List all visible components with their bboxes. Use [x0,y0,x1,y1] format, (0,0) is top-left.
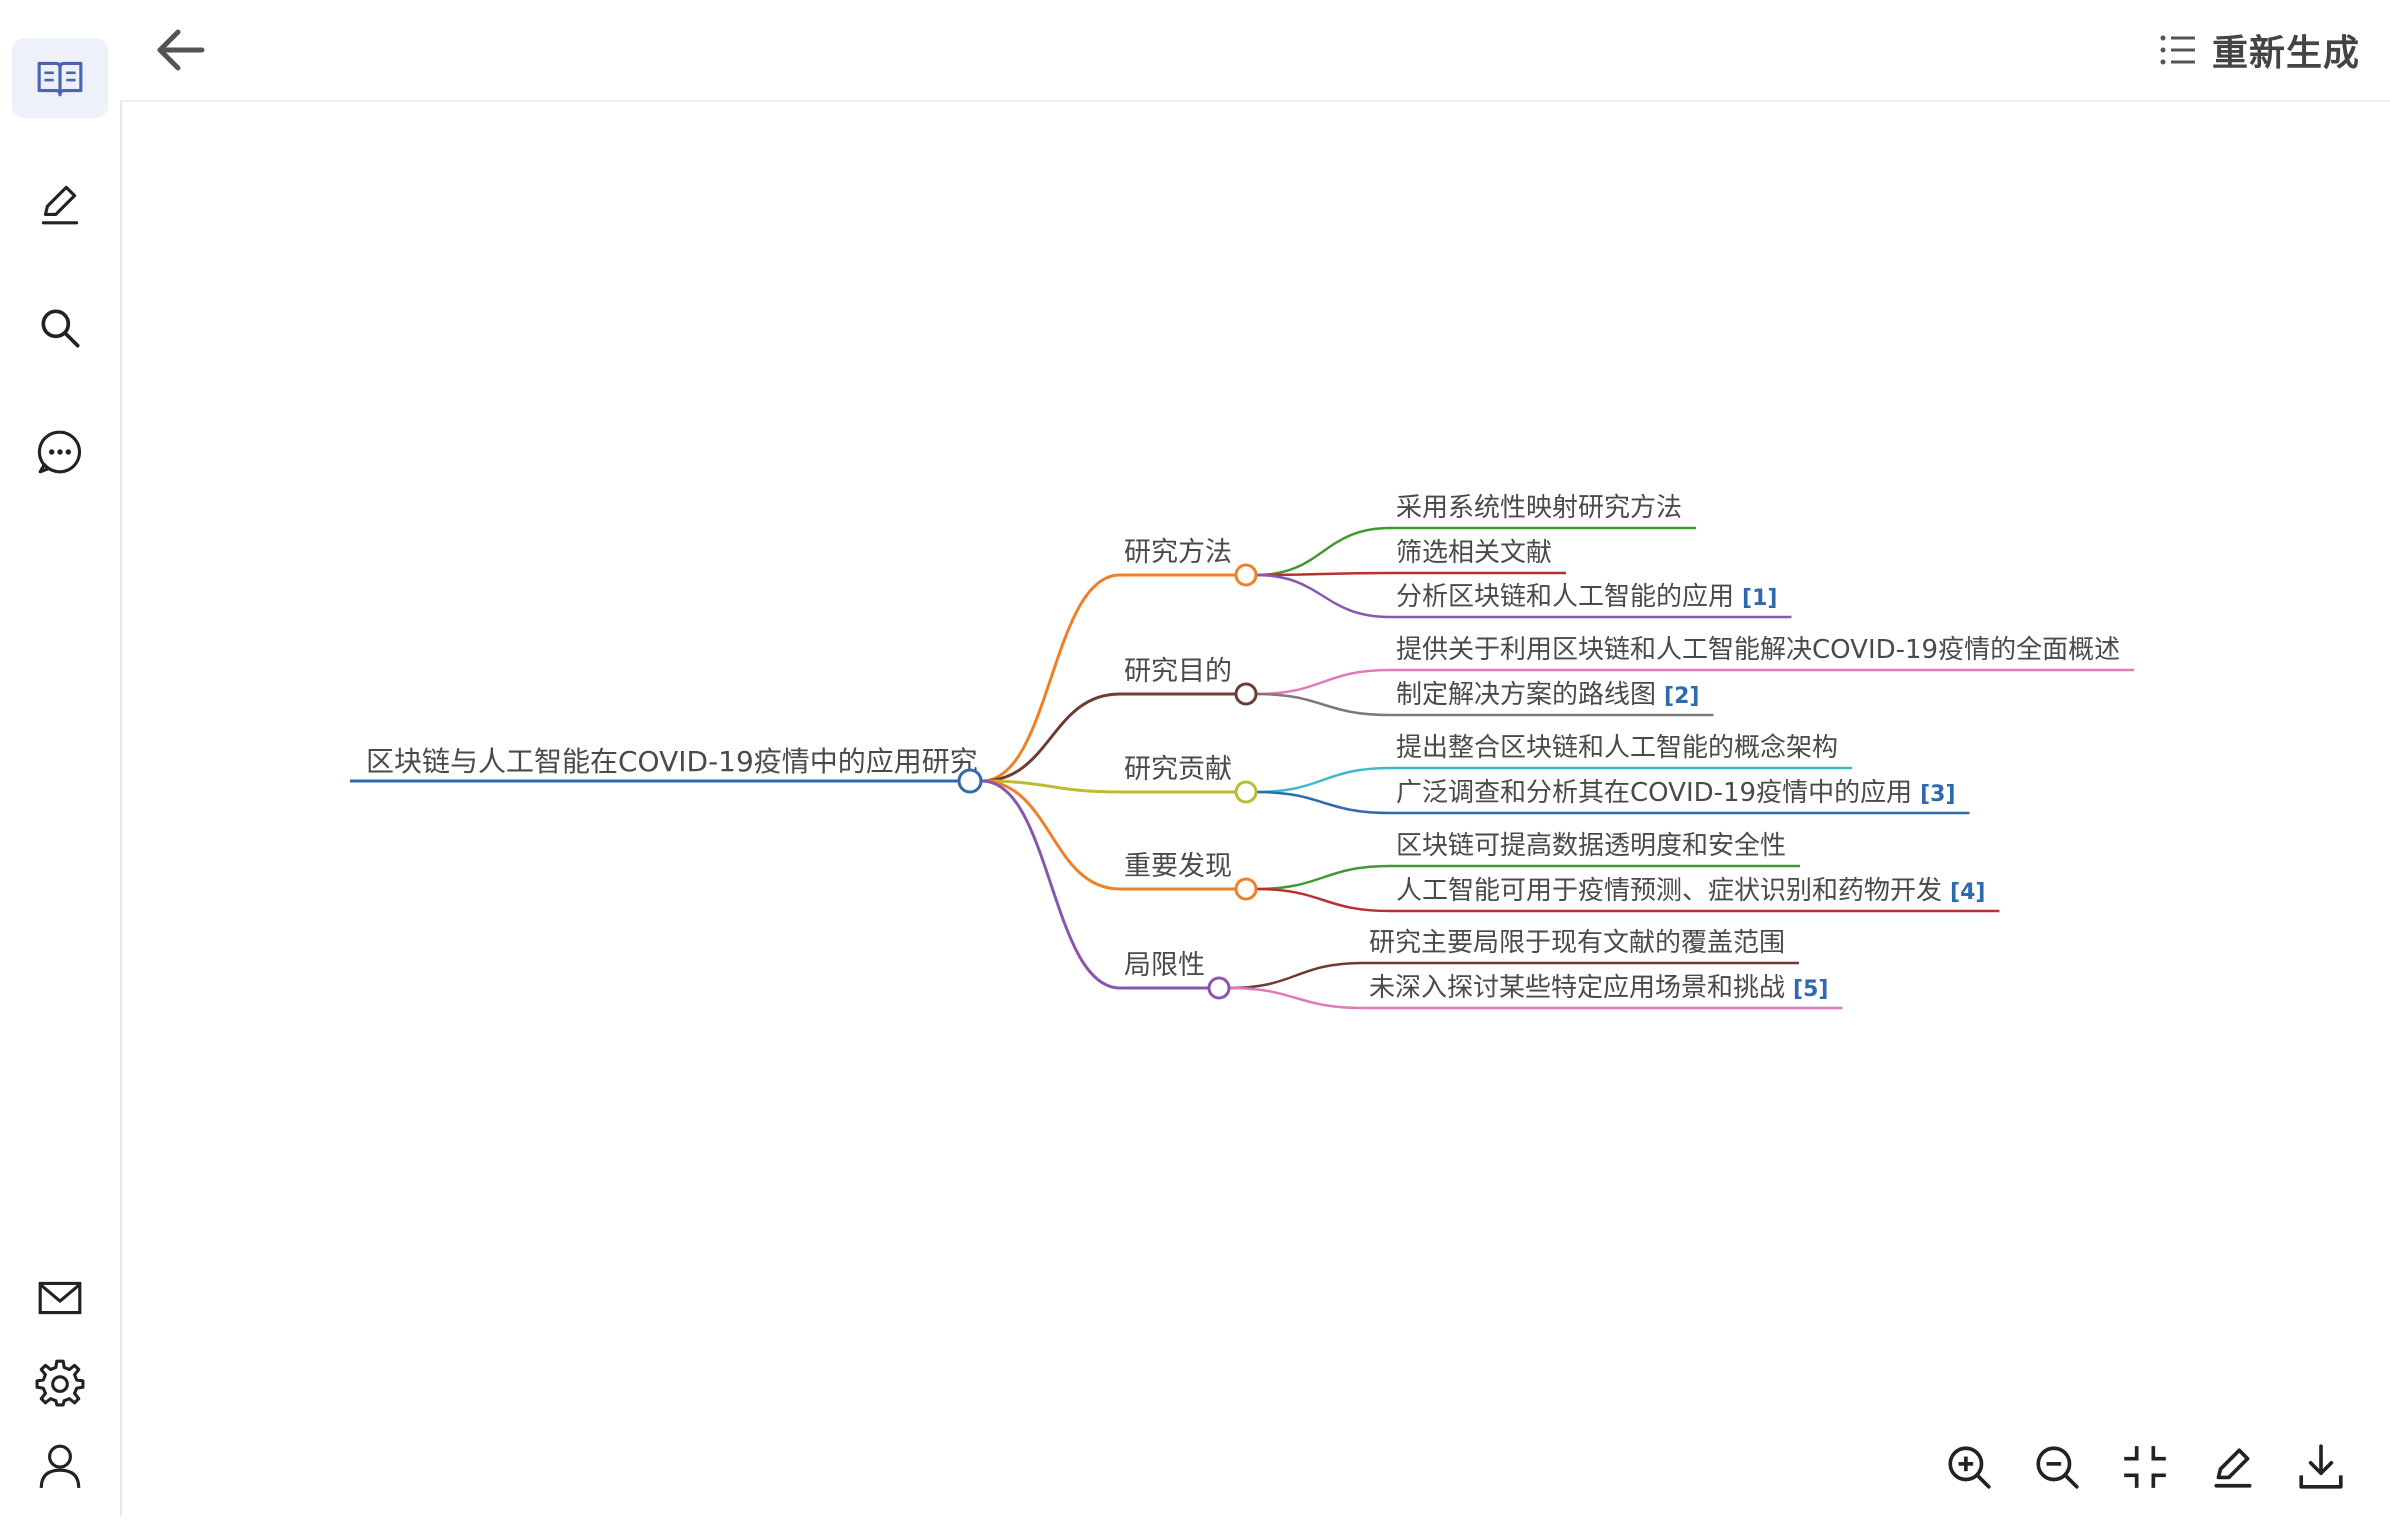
leaf-label: 筛选相关文献 [1396,538,1552,568]
mindmap-toolbar [1940,1438,2350,1496]
root-node-knob [959,770,981,792]
gear-icon [35,1357,85,1407]
branch-node-knob [1236,684,1256,704]
leaf-label: 制定解决方案的路线图 [1396,680,1656,710]
branch-connector [982,781,1120,889]
user-icon [35,1441,85,1491]
zoom-out-button[interactable] [2028,1438,2086,1496]
leaf-label: 区块链可提高数据透明度和安全性 [1396,831,1786,861]
arrow-left-icon [150,20,210,80]
regenerate-button[interactable]: 重新生成 [2158,22,2360,78]
citation-ref: [4] [1950,880,1985,905]
branch-node-knob [1236,879,1256,899]
back-button[interactable] [150,20,210,80]
branch-connector [982,575,1120,781]
regenerate-label: 重新生成 [2212,24,2360,76]
leaf-label: 人工智能可用于疫情预测、症状识别和药物开发 [1396,876,1942,906]
citation-ref: [1] [1742,586,1777,611]
leaf-connector [1229,988,1363,1008]
branch-label: 研究贡献 [1124,754,1232,785]
leaf-connector [1256,768,1390,792]
pen-icon [35,179,85,229]
leaf-connector [1256,792,1390,813]
leaf-label: 分析区块链和人工智能的应用 [1396,582,1734,612]
fit-view-button[interactable] [2116,1438,2174,1496]
chat-nav-button[interactable] [12,412,108,492]
branch-node-knob [1236,565,1256,585]
pen-icon [2208,1442,2258,1492]
list-icon [2158,30,2198,70]
settings-nav-button[interactable] [12,1342,108,1422]
leaf-label: 提出整合区块链和人工智能的概念架构 [1396,733,1838,763]
profile-nav-button[interactable] [12,1426,108,1506]
zoom-in-icon [1944,1442,1994,1492]
chat-icon [35,427,85,477]
branch-label: 研究目的 [1124,656,1232,687]
leaf-label: 广泛调查和分析其在COVID-19疫情中的应用 [1396,778,1912,808]
leaf-label: 研究主要局限于现有文献的覆盖范围 [1369,928,1785,958]
leaf-connector [1256,528,1390,575]
branch-label: 重要发现 [1124,851,1232,882]
branch-node-knob [1209,978,1229,998]
mail-nav-button[interactable] [12,1258,108,1338]
leaf-connector [1256,694,1390,715]
zoom-out-icon [2032,1442,2082,1492]
leaf-label: 提供关于利用区块链和人工智能解决COVID-19疫情的全面概述 [1396,635,2120,665]
leaf-connector [1256,889,1390,911]
book-icon [35,53,85,103]
leaf-connector [1256,866,1390,889]
download-button[interactable] [2292,1438,2350,1496]
leaf-connector [1229,963,1363,988]
citation-ref: [2] [1664,684,1699,709]
zoom-in-button[interactable] [1940,1438,1998,1496]
search-icon [35,303,85,353]
leaf-label: 采用系统性映射研究方法 [1396,493,1682,523]
mindmap-canvas[interactable]: 区块链与人工智能在COVID-19疫情中的应用研究 研究方法 采用系统性映射研究方法… [122,102,2390,1516]
download-icon [2296,1442,2346,1492]
branch-node-knob [1236,782,1256,802]
write-nav-button[interactable] [12,164,108,244]
edit-button[interactable] [2204,1438,2262,1496]
top-bar: 重新生成 [120,0,2390,102]
branch-label: 局限性 [1124,950,1205,981]
sidebar [0,0,122,1516]
citation-ref: [5] [1793,977,1828,1002]
leaf-connector [1256,575,1390,617]
branch-label: 研究方法 [1124,537,1232,568]
mail-icon [35,1273,85,1323]
citation-ref: [3] [1920,782,1955,807]
leaf-connector [1256,670,1390,694]
collapse-icon [2120,1442,2170,1492]
mindmap-root-label: 区块链与人工智能在COVID-19疫情中的应用研究 [366,745,978,778]
read-nav-button[interactable] [12,38,108,118]
branch-connector [982,694,1120,781]
mindmap: 区块链与人工智能在COVID-19疫情中的应用研究 研究方法 采用系统性映射研究方法… [122,102,2390,1516]
search-nav-button[interactable] [12,288,108,368]
leaf-label: 未深入探讨某些特定应用场景和挑战 [1369,973,1785,1003]
